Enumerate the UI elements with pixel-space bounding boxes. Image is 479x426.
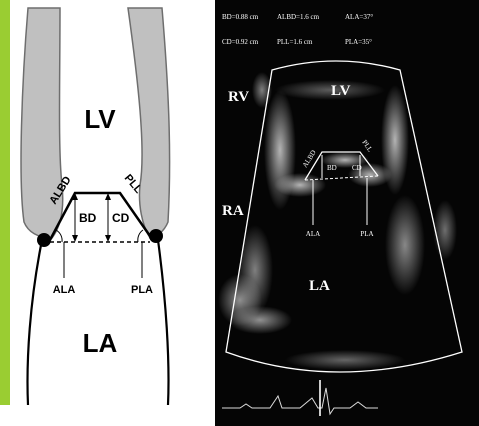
lv-wall-right	[128, 8, 170, 238]
bd-arrow-head-bottom	[72, 235, 78, 242]
annulus-right-hinge	[149, 229, 163, 243]
la-wall-right	[158, 240, 169, 405]
schematic-la-label: LA	[83, 328, 118, 358]
pla-arc	[138, 230, 143, 242]
readout-pll: PLL=1.6 cm	[277, 38, 313, 46]
echo-cd-label: CD	[352, 164, 362, 172]
echo-panel: BD=0.88 cm ALBD=1.6 cm ALA=37° CD=0.92 c…	[215, 0, 479, 426]
mitral-leaflets	[50, 193, 150, 240]
schematic-lv-label: LV	[84, 104, 116, 134]
schematic-cd-label: CD	[112, 211, 130, 225]
schematic-pla-label: PLA	[131, 284, 153, 296]
cd-arrow-head-bottom	[105, 235, 111, 242]
la-wall-left	[28, 240, 42, 405]
echo-bd-label: BD	[327, 164, 337, 172]
echo-rv-label: RV	[228, 89, 249, 105]
readout-cd: CD=0.92 cm	[222, 38, 259, 46]
echo-pla-label: PLA	[360, 230, 373, 238]
readout-bd: BD=0.88 cm	[222, 13, 259, 21]
echo-speckle	[218, 274, 262, 326]
readout-ala: ALA=37°	[345, 13, 373, 21]
panel-border	[0, 0, 10, 405]
readout-albd: ALBD=1.6 cm	[277, 13, 320, 21]
annulus-left-hinge	[37, 233, 51, 247]
echo-speckle	[433, 200, 457, 260]
readout-pla: PLA=35°	[345, 38, 372, 46]
schematic-bd-label: BD	[79, 211, 97, 225]
echo-ra-label: RA	[222, 203, 244, 219]
echo-la-label: LA	[309, 278, 330, 294]
echo-ala-label: ALA	[306, 230, 320, 238]
ala-arc	[56, 230, 62, 242]
schematic-panel: LV LA ALBD PLL BD CD ALA PLA	[0, 0, 170, 405]
schematic-ala-label: ALA	[53, 284, 76, 296]
echo-lv-label: LV	[331, 83, 351, 99]
